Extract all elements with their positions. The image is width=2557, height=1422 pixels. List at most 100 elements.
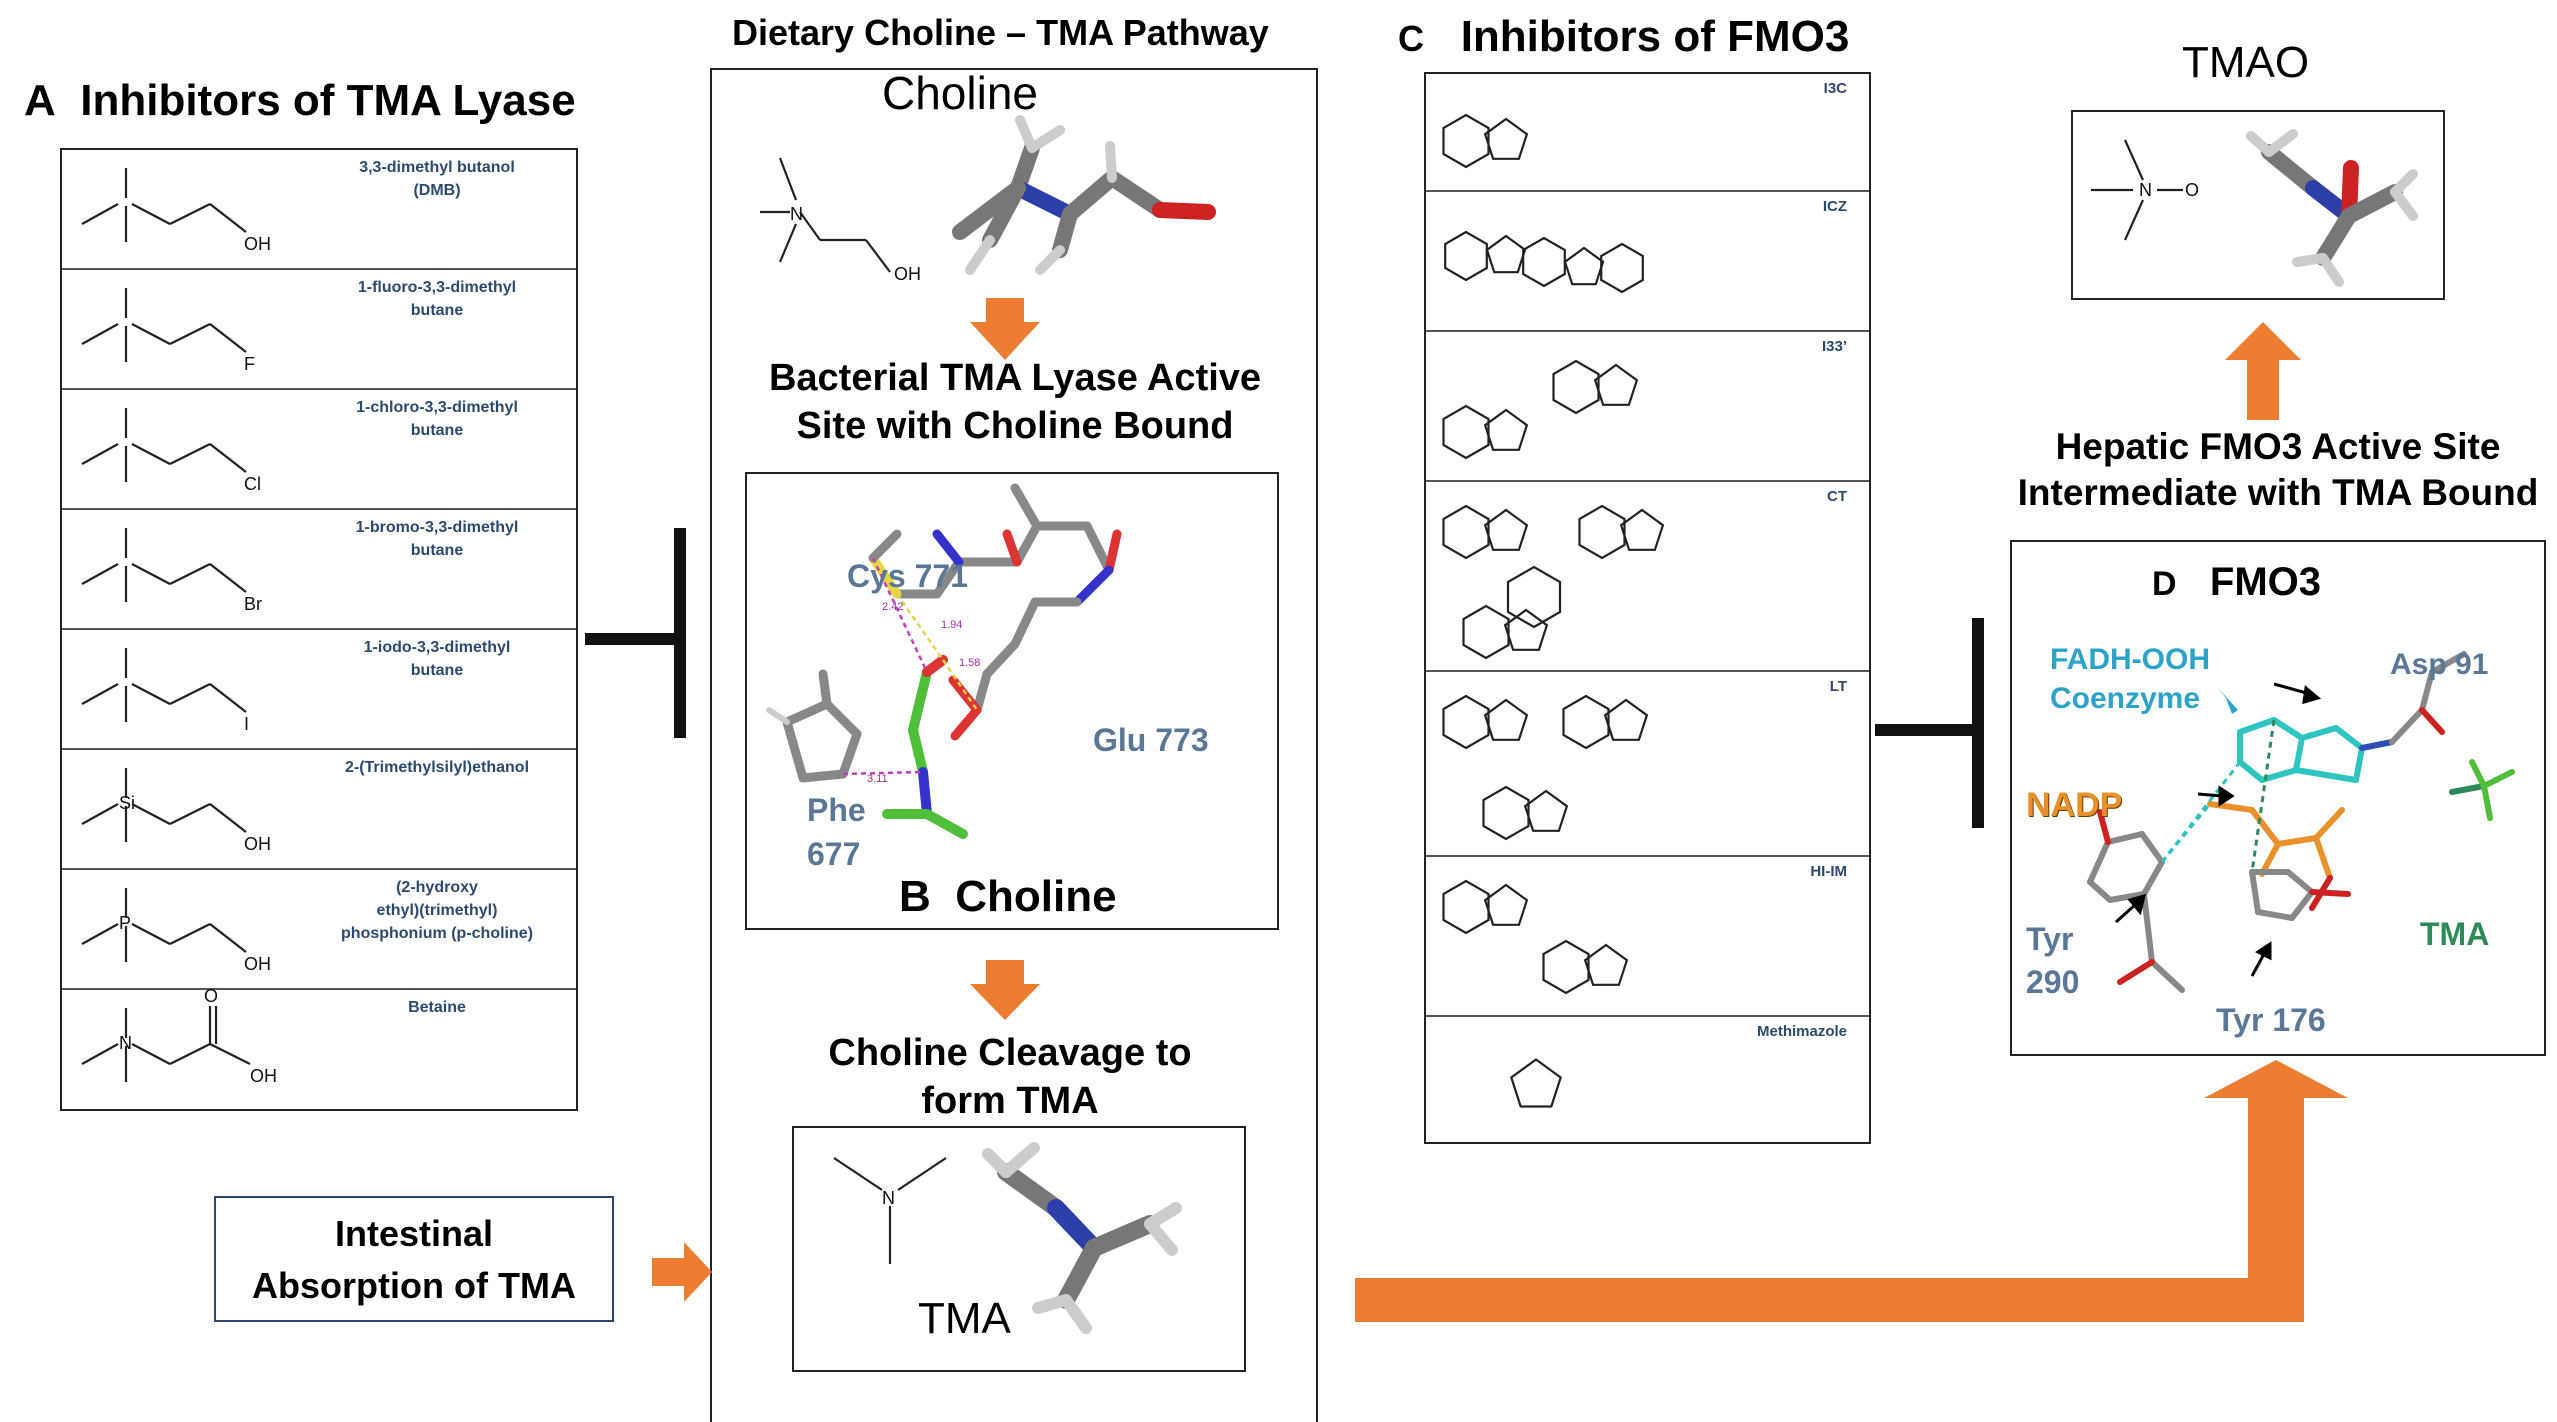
fmo3-inhibitor-name: Methimazole: [1756, 1023, 1847, 1040]
lyase-inhibitor-name: Betaine: [312, 996, 562, 1019]
hetero-atom: N: [119, 1033, 132, 1053]
cleavage-line-2: form TMA: [921, 1079, 1099, 1122]
fmo3-inhibitor-structure: [1442, 113, 1529, 169]
fmo3-inhibitor-row: CT: [1426, 482, 1869, 672]
tyr-176-label: Tyr 176: [2216, 1002, 2326, 1038]
end-group-atom: F: [244, 354, 255, 374]
panel-d-title: FMO3: [2209, 560, 2322, 604]
panel-a-letter: A: [24, 76, 56, 125]
end-group-atom: OH: [244, 954, 271, 974]
fmo3-inhibitor-name: I33’: [1821, 338, 1847, 355]
tma-n-atom: N: [882, 1188, 895, 1208]
fmo3-inhibitor-row: Methimazole: [1426, 1017, 1869, 1142]
tma-structure: N: [833, 1142, 1182, 1334]
asp-91-label: Asp 91: [2390, 648, 2489, 681]
fadh-line-2: Coenzyme: [2050, 682, 2201, 715]
lyase-line-2: Site with Choline Bound: [796, 404, 1234, 447]
choline-3d-model: [952, 115, 1216, 275]
fmo3-inhibitor-row: LT: [1426, 672, 1869, 857]
choline-oh-atom: OH: [894, 264, 921, 284]
panel-d-letter: D: [2152, 565, 2177, 603]
fmo3-inhibitor-name: CT: [1827, 488, 1847, 505]
lyase-inhibitor-name-line: 1-bromo-3,3-dimethyl: [355, 519, 519, 536]
lyase-inhibitor-name-line: 2-(Trimethylsilyl)ethanol: [344, 759, 530, 776]
lyase-inhibitor-row: Betaine O OH N: [62, 986, 576, 1110]
hetero-atom: Si: [119, 793, 135, 813]
fmo3-inhibitor-row: ICZ: [1426, 192, 1869, 332]
lyase-inhibitor-structure: OH: [81, 168, 271, 254]
distance-label: 3.11: [867, 773, 888, 785]
arrow-tma-to-fmo3: [1355, 1060, 2348, 1322]
tmao-n-atom: N: [2139, 180, 2152, 200]
end-group-atom: I: [244, 714, 249, 734]
carbonyl-o-atom: O: [204, 986, 218, 1006]
panel-b-title: Choline: [955, 872, 1117, 921]
tma-box: N TMA: [792, 1126, 1246, 1372]
glu-773-label: Glu 773: [1093, 722, 1209, 758]
lyase-inhibitor-structure: Cl: [81, 408, 261, 494]
fadh-pointer: [2218, 688, 2238, 714]
arrow-to-cleavage: [970, 960, 1040, 1020]
lyase-inhibitor-name-line: butane: [410, 542, 464, 560]
distance-label: 2.42: [882, 601, 903, 613]
panel-c-title: Inhibitors of FMO3: [1460, 12, 1850, 61]
lyase-inhibitor-structure: O OH N: [81, 986, 277, 1086]
lyase-subhead: Bacterial TMA Lyase Active Site with Cho…: [740, 355, 1290, 450]
hetero-atom: P: [119, 913, 131, 933]
tmao-label: TMAO: [2182, 38, 2310, 87]
pathway-title: Dietary Choline – TMA Pathway: [732, 12, 1269, 53]
cleavage-subhead: Choline Cleavage to form TMA: [760, 1030, 1260, 1125]
panel-a-heading: A Inhibitors of TMA Lyase: [24, 76, 576, 126]
lyase-inhibitor-structure: Br: [81, 528, 262, 614]
cleavage-line-1: Choline Cleavage to: [828, 1032, 1192, 1074]
panel-a-title: Inhibitors of TMA Lyase: [80, 76, 576, 125]
nadp-label: NADP: [2026, 786, 2123, 824]
lyase-inhibitor-name-line: (2-hydroxy: [396, 879, 478, 896]
cys-771-label: Cys 771: [847, 558, 968, 594]
lyase-inhibitor-structure: I: [81, 648, 249, 734]
panel-b-box: 2.42 1.94 1.58 3.11 Cys 771 Glu 773 Phe …: [745, 472, 1279, 930]
panel-c-heading: C Inhibitors of FMO3: [1398, 12, 1849, 62]
fmo3-active-site: [2087, 651, 2515, 993]
intestinal-line-2: Absorption of TMA: [252, 1265, 576, 1307]
hepatic-line-1: Hepatic FMO3 Active Site: [2055, 426, 2501, 467]
tma-label: TMA: [918, 1294, 1011, 1343]
arrow-to-tmao: [2225, 322, 2301, 420]
panel-d-heading: D FMO3: [2152, 560, 2321, 605]
inhibit-bar-c: [1972, 618, 1984, 828]
tyr-290-line-1: Tyr: [2026, 921, 2074, 957]
lyase-inhibitor-name-line: (DMB): [413, 182, 461, 200]
end-group-atom: Cl: [244, 474, 261, 494]
lyase-inhibitor-structure: OH P: [81, 888, 271, 974]
lyase-inhibitor-name-line: ethyl)(trimethyl): [376, 902, 498, 920]
tmao-structure: N O: [2091, 129, 2418, 287]
tmao-o-atom: O: [2185, 180, 2199, 200]
phe-677-label: 677: [807, 836, 861, 872]
phe-label: Phe: [807, 792, 866, 828]
end-group-atom: OH: [250, 1066, 277, 1086]
fmo3-inhibitor-structure: [1442, 879, 1629, 995]
distance-label: 1.58: [959, 657, 980, 669]
lyase-inhibitor-name-line: butane: [410, 422, 464, 440]
lyase-inhibitor-name-line: butane: [410, 662, 464, 680]
fmo3-inhibitor-row: I3C: [1426, 74, 1869, 192]
lyase-line-1: Bacterial TMA Lyase Active: [768, 357, 1262, 399]
arrow-intestinal: [652, 1242, 712, 1302]
end-group-atom: Br: [244, 594, 262, 614]
fmo3-inhibitor-name: ICZ: [1822, 198, 1847, 215]
fadh-label: FADH-OOH Coenzyme: [2050, 640, 2210, 718]
lyase-active-site: 2.42 1.94 1.58 3.11: [766, 483, 1122, 839]
lyase-inhibitor-name-line: butane: [410, 302, 464, 320]
